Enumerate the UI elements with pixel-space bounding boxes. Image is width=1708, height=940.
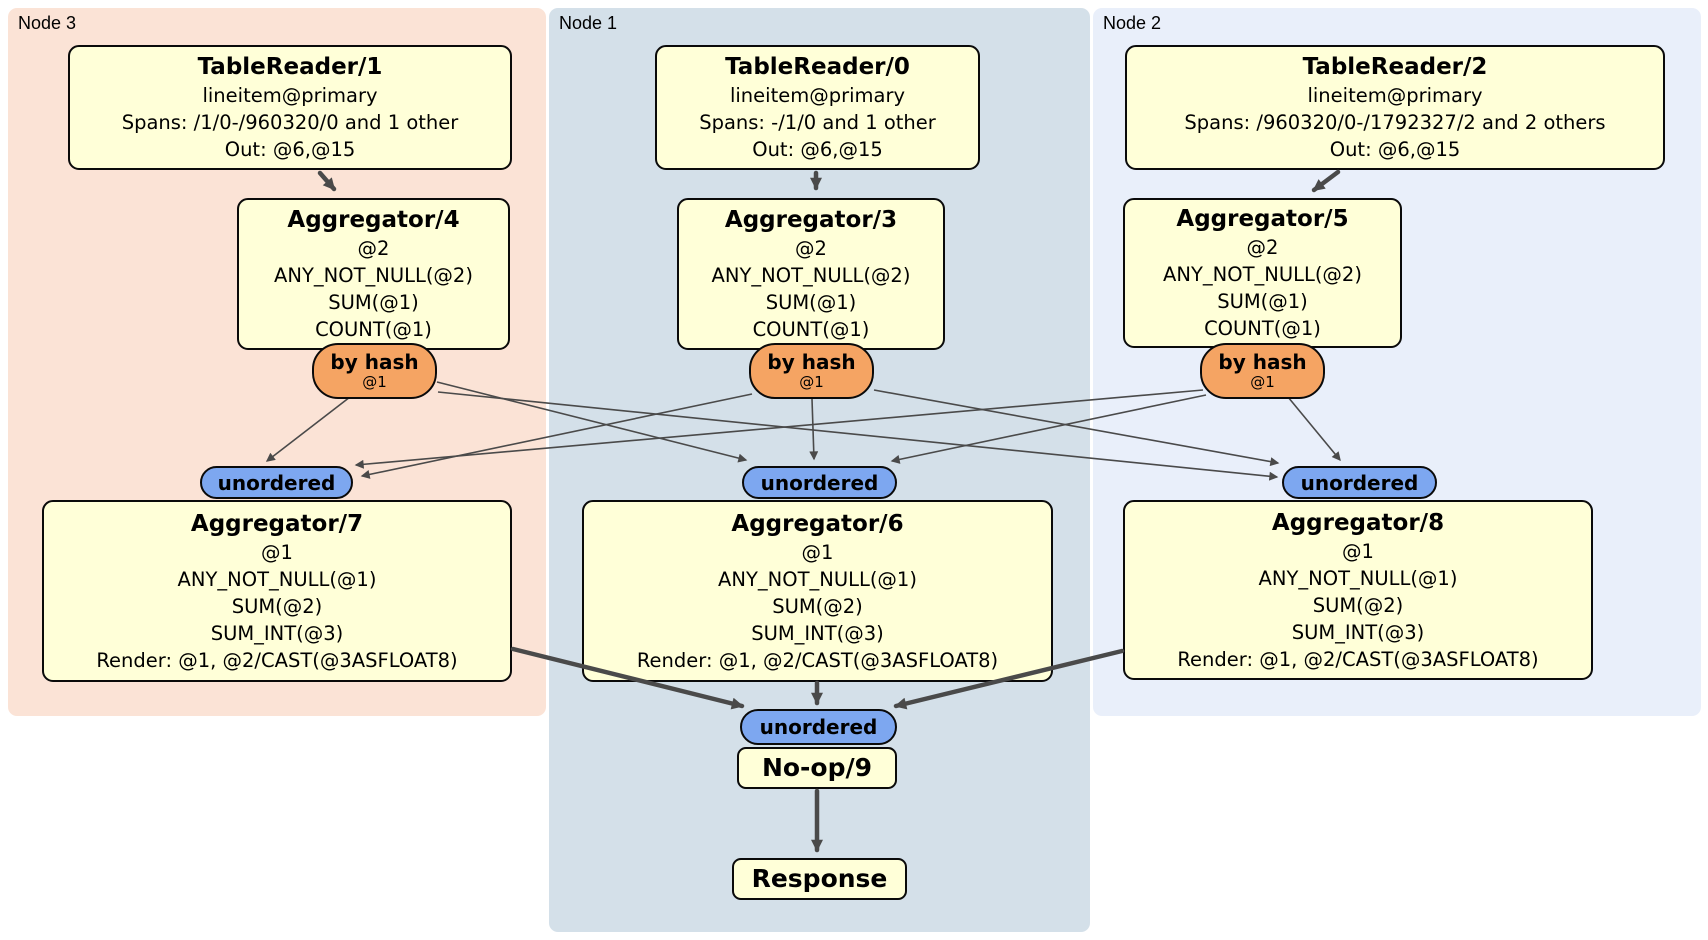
processor-line: lineitem@primary xyxy=(1307,84,1483,107)
processor-line: Render: @1, @2/CAST(@3ASFLOAT8) xyxy=(96,648,458,672)
processor-title: TableReader/0 xyxy=(725,54,910,80)
processor-line: SUM(@2) xyxy=(231,594,323,618)
processor-line: @1 xyxy=(261,540,293,564)
processor-line: @2 xyxy=(1246,236,1279,259)
processor-line: ANY_NOT_NULL(@2) xyxy=(274,264,473,287)
processor-line: SUM_INT(@3) xyxy=(751,621,884,645)
router-label: by hash xyxy=(1218,350,1307,374)
sync-label: unordered xyxy=(759,715,878,739)
processor-title: TableReader/2 xyxy=(1302,54,1488,80)
router-detail: @1 xyxy=(799,373,824,391)
processor-line: lineitem@primary xyxy=(202,84,378,107)
processor-title: Response xyxy=(751,864,888,893)
processor-line: @1 xyxy=(801,540,834,564)
processor-title: Aggregator/5 xyxy=(1176,206,1349,232)
sync-label: unordered xyxy=(217,470,336,495)
processor-noop-9: No-op/9 xyxy=(737,747,897,789)
processor-line: Spans: -/1/0 and 1 other xyxy=(699,111,936,134)
processor-line: Render: @1, @2/CAST(@3ASFLOAT8) xyxy=(1177,647,1539,671)
processor-line: Out: @6,@15 xyxy=(224,138,356,161)
processor-line: ANY_NOT_NULL(@1) xyxy=(718,567,917,591)
sync-unordered-node2: unordered xyxy=(1282,466,1437,499)
router-by-hash-node3: by hash @1 xyxy=(312,343,437,399)
router-label: by hash xyxy=(767,350,856,374)
processor-line: SUM_INT(@3) xyxy=(210,621,344,645)
processor-title: Aggregator/4 xyxy=(287,207,460,233)
processor-line: lineitem@primary xyxy=(729,84,906,107)
router-detail: @1 xyxy=(1250,373,1275,391)
processor-line: @1 xyxy=(1342,539,1374,563)
processor-title: Aggregator/6 xyxy=(731,510,904,537)
processor-line: SUM(@1) xyxy=(328,291,419,314)
sync-unordered-node3: unordered xyxy=(200,466,353,499)
processor-line: Out: @6,@15 xyxy=(1329,138,1461,161)
processor-tablereader-0: TableReader/0 lineitem@primary Spans: -/… xyxy=(655,45,980,170)
processor-line: Spans: /1/0-/960320/0 and 1 other xyxy=(121,111,459,134)
processor-response: Response xyxy=(732,858,907,900)
processor-tablereader-2: TableReader/2 lineitem@primary Spans: /9… xyxy=(1125,45,1665,170)
processor-line: SUM(@2) xyxy=(1312,593,1404,617)
sync-label: unordered xyxy=(1300,470,1419,495)
processor-line: ANY_NOT_NULL(@2) xyxy=(711,264,911,287)
region-node2-label: Node 2 xyxy=(1103,13,1162,33)
router-by-hash-node1: by hash @1 xyxy=(749,343,874,399)
processor-line: COUNT(@1) xyxy=(315,318,432,341)
region-node3-label: Node 3 xyxy=(18,13,77,33)
processor-title: No-op/9 xyxy=(761,753,873,782)
processor-aggregator-3: Aggregator/3 @2 ANY_NOT_NULL(@2) SUM(@1)… xyxy=(677,198,945,350)
processor-aggregator-7: Aggregator/7 @1 ANY_NOT_NULL(@1) SUM(@2)… xyxy=(42,500,512,682)
processor-line: ANY_NOT_NULL(@2) xyxy=(1163,263,1362,286)
processor-aggregator-5: Aggregator/5 @2 ANY_NOT_NULL(@2) SUM(@1)… xyxy=(1123,198,1402,348)
processor-title: Aggregator/3 xyxy=(724,207,898,233)
router-by-hash-node2: by hash @1 xyxy=(1200,343,1325,399)
processor-line: Out: @6,@15 xyxy=(752,138,883,161)
processor-tablereader-1: TableReader/1 lineitem@primary Spans: /1… xyxy=(68,45,512,170)
processor-aggregator-4: Aggregator/4 @2 ANY_NOT_NULL(@2) SUM(@1)… xyxy=(237,198,510,350)
processor-line: @2 xyxy=(357,237,390,260)
processor-line: COUNT(@1) xyxy=(1204,317,1321,340)
processor-line: ANY_NOT_NULL(@1) xyxy=(1258,566,1458,590)
processor-aggregator-6: Aggregator/6 @1 ANY_NOT_NULL(@1) SUM(@2)… xyxy=(582,500,1053,682)
processor-title: Aggregator/7 xyxy=(190,510,364,537)
processor-aggregator-8: Aggregator/8 @1 ANY_NOT_NULL(@1) SUM(@2)… xyxy=(1123,500,1593,680)
processor-line: COUNT(@1) xyxy=(752,318,870,341)
processor-line: SUM(@1) xyxy=(1217,290,1308,313)
processor-line: SUM(@2) xyxy=(772,594,863,618)
processor-line: Render: @1, @2/CAST(@3ASFLOAT8) xyxy=(636,648,999,672)
processor-title: Aggregator/8 xyxy=(1271,509,1445,536)
router-detail: @1 xyxy=(362,373,387,391)
processor-line: ANY_NOT_NULL(@1) xyxy=(177,567,377,591)
sync-unordered-node1: unordered xyxy=(742,466,897,499)
router-label: by hash xyxy=(330,350,419,374)
sync-label: unordered xyxy=(760,470,879,495)
processor-title: TableReader/1 xyxy=(197,54,383,80)
processor-line: SUM(@1) xyxy=(765,291,857,314)
processor-line: Spans: /960320/0-/1792327/2 and 2 others xyxy=(1184,111,1606,134)
sync-unordered-final: unordered xyxy=(740,709,897,745)
processor-line: @2 xyxy=(795,237,827,260)
processor-line: SUM_INT(@3) xyxy=(1291,620,1425,644)
region-node1-label: Node 1 xyxy=(559,13,618,33)
